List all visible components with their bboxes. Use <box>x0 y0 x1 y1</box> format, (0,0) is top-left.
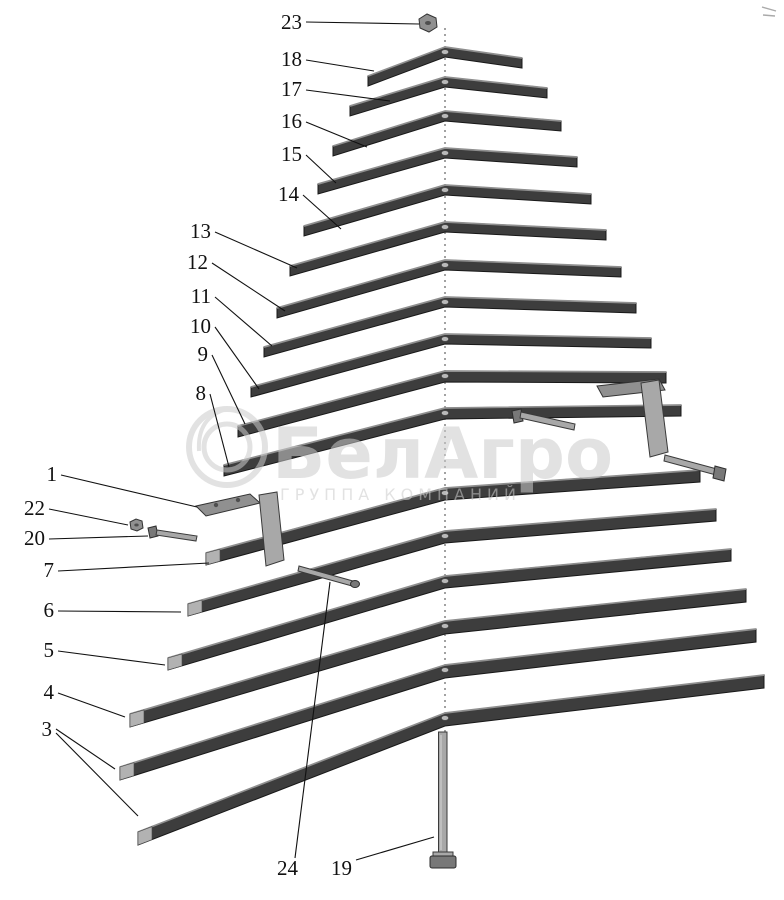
watermark-subtitle: ГРУППА КОМПАНИЙ <box>280 485 521 504</box>
leader-line-18 <box>305 59 375 72</box>
clamp-bolt-20 <box>147 525 198 542</box>
leaf-spring-12 <box>276 259 622 319</box>
leader-line-4 <box>57 692 126 718</box>
callout-label-20: 20 <box>24 526 45 550</box>
clamp-strap <box>258 491 285 567</box>
callout-label-5: 5 <box>44 638 55 662</box>
leaf-spring-14 <box>303 184 592 237</box>
center-bolt-24 <box>297 565 360 588</box>
leader-line-6 <box>57 610 182 613</box>
bolt-head <box>429 855 457 869</box>
clamp-strap <box>640 379 669 458</box>
callout-label-15: 15 <box>281 142 302 166</box>
nut-hole <box>134 523 139 527</box>
watermark-logo-swirl <box>196 407 228 452</box>
bolt-shaft <box>438 731 448 855</box>
leader-line-7 <box>57 562 210 572</box>
callout-label-16: 16 <box>281 109 302 133</box>
leader-line-14 <box>302 194 342 230</box>
leaf-spring-10 <box>250 333 652 398</box>
leader-line-16 <box>305 121 368 148</box>
leader-line-15 <box>305 154 337 184</box>
bolt-shaft <box>155 529 198 542</box>
leader-line-12 <box>211 262 286 312</box>
leader-line-20 <box>48 535 149 540</box>
corner-mark <box>761 6 777 17</box>
center-bolt-19 <box>429 731 457 869</box>
clamp-plate <box>195 493 262 517</box>
leader-line-3b <box>55 732 139 817</box>
callout-label-8: 8 <box>196 381 207 405</box>
leaf-spring-16 <box>332 110 562 157</box>
callout-label-4: 4 <box>44 680 55 704</box>
watermark: БелАгро ГРУППА КОМПАНИЙ <box>186 406 613 504</box>
leader-lines <box>48 21 435 861</box>
leaf-spring-3b <box>137 674 765 846</box>
plate-rivet <box>235 497 241 503</box>
leader-line-24 <box>294 581 331 859</box>
leaf-spring-13 <box>289 221 607 277</box>
callout-label-18: 18 <box>281 47 302 71</box>
leader-line-22 <box>48 508 129 526</box>
callout-label-17: 17 <box>281 77 302 101</box>
callout-label-12: 12 <box>187 250 208 274</box>
watermark-title: БелАгро <box>272 413 613 495</box>
callout-label-22: 22 <box>24 496 45 520</box>
leaf-spring-8 <box>223 404 682 477</box>
callout-label-10: 10 <box>190 314 211 338</box>
right-clamp-bolt-lower <box>663 454 727 482</box>
callout-label-6: 6 <box>44 598 55 622</box>
leader-line-3a <box>55 728 116 770</box>
bolt-head <box>350 580 360 588</box>
leaf-spring-11 <box>263 296 637 358</box>
bolt-head <box>511 408 524 424</box>
callout-label-19: 19 <box>331 856 352 880</box>
callout-label-1: 1 <box>47 462 58 486</box>
leader-line-8 <box>209 393 230 468</box>
bolt-head <box>712 465 727 482</box>
callout-label-11: 11 <box>191 284 211 308</box>
watermark-logo-inner <box>201 421 253 473</box>
center-bolt-nut-23 <box>418 13 438 33</box>
callout-label-3: 3 <box>42 717 53 741</box>
leaf-spring-18 <box>367 46 523 87</box>
plate-rivet <box>213 502 219 508</box>
leader-line-23 <box>305 21 420 25</box>
leader-line-9 <box>211 354 246 425</box>
leaf-spring-3a <box>119 628 757 781</box>
leaf-spring-7 <box>205 469 701 566</box>
callout-label-14: 14 <box>278 182 300 206</box>
leaf-spring-15 <box>317 147 578 195</box>
callout-label-7: 7 <box>44 558 55 582</box>
leader-line-11 <box>214 296 273 347</box>
right-spring-clamp <box>596 378 669 458</box>
callout-label-9: 9 <box>198 342 209 366</box>
leaf-spring-5 <box>167 548 732 671</box>
callout-label-23: 23 <box>281 10 302 34</box>
leader-line-1 <box>60 474 198 508</box>
leader-line-17 <box>305 89 391 102</box>
leaf-spring-4 <box>129 588 747 728</box>
leader-line-10 <box>214 326 260 390</box>
left-spring-clamp <box>195 491 285 567</box>
nut-hole <box>425 21 431 25</box>
leader-line-13 <box>214 231 298 269</box>
right-clamp-bolt-upper <box>511 408 576 431</box>
clamp-nut-22 <box>129 518 144 532</box>
callout-label-24: 24 <box>277 856 299 880</box>
leaf-spring-17 <box>349 76 548 117</box>
leaf-spring-9 <box>237 370 667 438</box>
bolt-shaft <box>519 411 576 431</box>
callout-label-13: 13 <box>190 219 211 243</box>
leaf-spring-6 <box>187 508 717 617</box>
leader-line-5 <box>57 650 166 666</box>
leader-line-19 <box>355 836 435 861</box>
callout-labels: 23 18 17 16 15 14 13 12 11 10 9 8 1 22 2… <box>24 10 352 880</box>
